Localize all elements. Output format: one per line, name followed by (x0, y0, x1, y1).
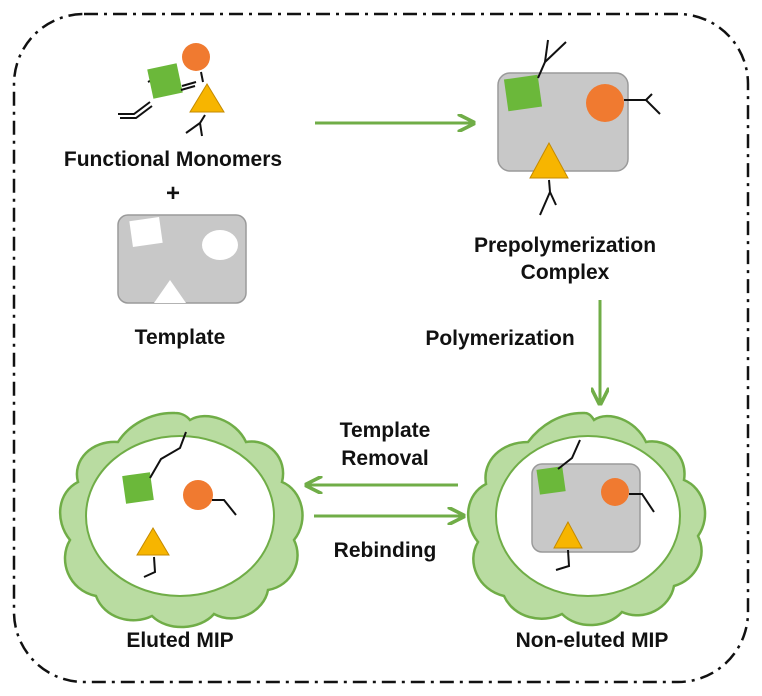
plus-sign: + (165, 180, 180, 207)
green-square-monomer (147, 63, 183, 99)
prepolymerization-label-line1: Prepolymerization (473, 234, 657, 257)
yellow-triangle-monomer (189, 83, 225, 113)
template-block (117, 214, 247, 304)
non-eluted-mip-label: Non-eluted MIP (515, 629, 669, 652)
template-circle-cavity (202, 230, 238, 260)
complex-green-square (503, 74, 543, 112)
prepolymerization-complex (497, 39, 661, 216)
rebinding-label: Rebinding (333, 539, 437, 562)
eluted-yellow-triangle (136, 527, 170, 556)
template-removal-label-line1: Template (339, 419, 431, 442)
complex-orange-circle (586, 84, 624, 122)
polymerization-label: Polymerization (425, 327, 575, 350)
prepolymerization-label-line2: Complex (520, 261, 610, 284)
non-eluted-yellow-triangle (553, 520, 583, 549)
dashdot-border (12, 12, 750, 684)
functional-monomers-label: Functional Monomers (63, 148, 283, 171)
non-eluted-green-square (536, 466, 566, 495)
eluted-orange-circle (183, 480, 213, 510)
eluted-mip-cloud (58, 411, 304, 629)
non-eluted-mip-cloud (466, 411, 707, 627)
template-label: Template (134, 326, 226, 349)
orange-circle-monomer (182, 43, 210, 71)
template-removal-label-line2: Removal (341, 447, 429, 470)
functional-monomers-group (118, 43, 225, 137)
template-square-cavity (129, 217, 163, 247)
complex-yellow-triangle (529, 141, 569, 179)
eluted-mip-label: Eluted MIP (126, 629, 234, 652)
template-triangle-cavity (154, 280, 186, 303)
eluted-green-square (122, 472, 154, 504)
non-eluted-orange-circle (601, 478, 629, 506)
